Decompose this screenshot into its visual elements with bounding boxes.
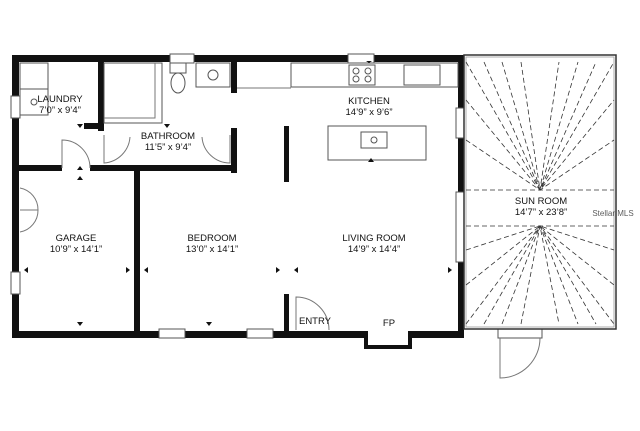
dimension-markers (24, 61, 452, 326)
livingroom-dims: 14’9” x 14’4” (348, 244, 400, 255)
doors (19, 87, 543, 379)
garage-name: GARAGE (56, 233, 97, 244)
kitchen-name: KITCHEN (348, 96, 390, 107)
garage-dims: 10’9” x 14’1” (50, 244, 102, 255)
windows (10, 53, 467, 339)
kitchen-dims: 14’9” x 9’6” (346, 107, 393, 118)
entry-label: ENTRY (299, 316, 332, 327)
room-labels: LAUNDRY 7’0” x 9’4” BATHROOM 11’5” x 9’4… (37, 94, 567, 329)
bathroom-dims: 11’5” x 9’4” (145, 142, 191, 153)
laundry-name: LAUNDRY (37, 94, 83, 105)
sunroom-name: SUN ROOM (515, 196, 567, 207)
sunroom-dims: 14’7” x 23’8” (515, 207, 567, 218)
livingroom-name: LIVING ROOM (342, 233, 405, 244)
bedroom-name: BEDROOM (187, 233, 236, 244)
fireplace-label: FP (383, 318, 395, 329)
bedroom-dims: 13’0” x 14’1” (186, 244, 238, 255)
sun-room-roof (463, 54, 617, 330)
laundry-dims: 7’0” x 9’4” (39, 105, 81, 116)
watermark-text: Stellar MLS (592, 209, 633, 218)
bathroom-name: BATHROOM (141, 131, 195, 142)
fixtures (19, 62, 459, 161)
